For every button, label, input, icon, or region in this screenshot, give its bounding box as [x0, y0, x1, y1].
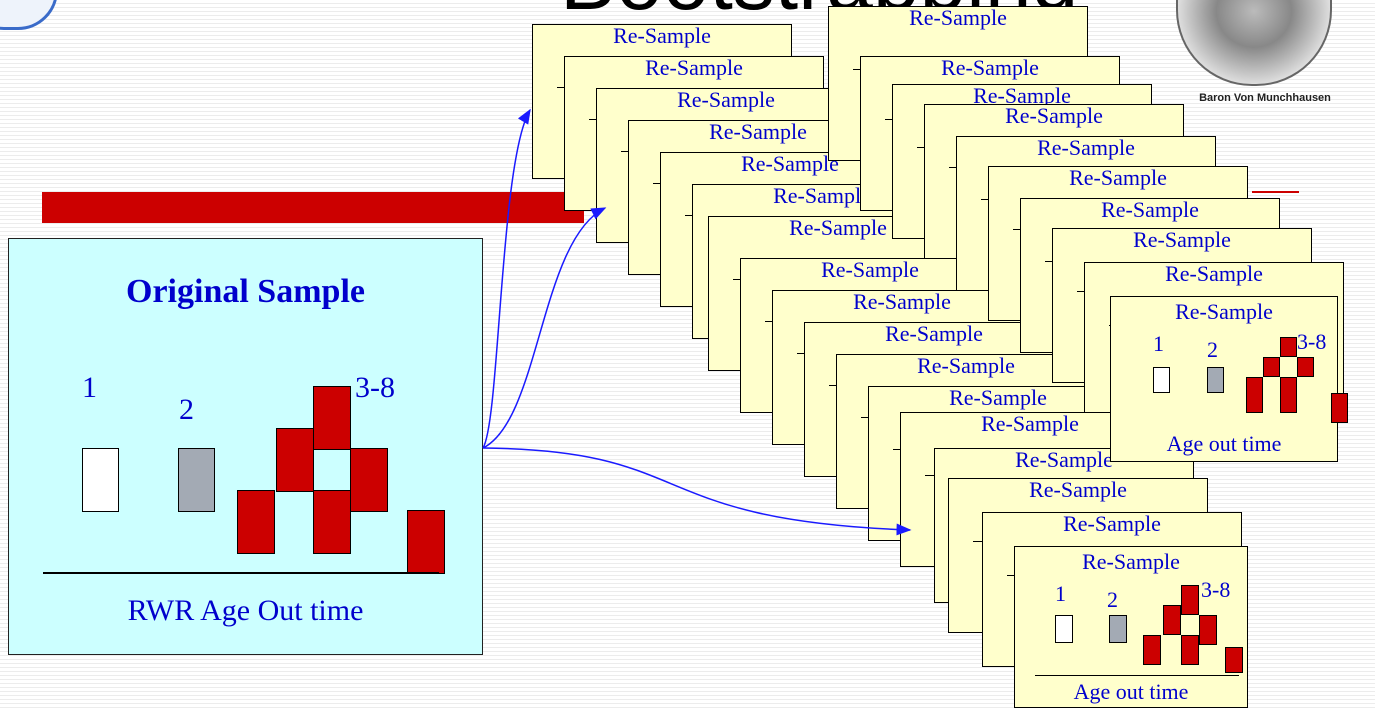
axis-tick: [621, 151, 631, 152]
grey-block: [1109, 615, 1127, 643]
resample-axis-label: Age out time: [1073, 679, 1189, 704]
axis-tick: [973, 541, 983, 542]
red-block: [1163, 605, 1181, 635]
portrait-caption: Baron Von Munchhausen: [1199, 92, 1331, 104]
resample-title: Re-Sample: [1069, 166, 1167, 190]
axis-tick: [949, 167, 959, 168]
resample-title: Re-Sample: [1037, 136, 1135, 160]
red-block: [276, 428, 314, 492]
axis-tick: [917, 147, 927, 148]
axis-tick: [797, 353, 807, 354]
original-sample-panel: Original Sample 1 2 3-8 RWR Age Out time: [8, 238, 483, 655]
label-3-8: 3-8: [355, 371, 395, 404]
label-2: 2: [179, 393, 194, 426]
original-sample-heading: Original Sample: [126, 273, 365, 310]
resample-title: Re-Sample: [1175, 299, 1273, 324]
resample-title: Re-Sample: [853, 290, 951, 314]
resample-title: Re-Sample: [1165, 262, 1263, 286]
red-block: [1225, 647, 1243, 673]
red-block: [1263, 357, 1280, 377]
red-block: [237, 490, 275, 554]
resample-card-front-right: Re-Sample 1 2 3-8 Age out time: [1110, 296, 1348, 462]
resample-card-front-bottom: Re-Sample 1 2 3-8 Age out time: [1014, 546, 1248, 708]
red-block: [350, 448, 388, 512]
resample-title: Re-Sample: [917, 354, 1015, 378]
resample-title: Re-Sample: [885, 322, 983, 346]
label-1: 1: [1055, 581, 1066, 606]
resample-title: Re-Sample: [973, 84, 1071, 108]
axis-tick: [885, 119, 895, 120]
red-block: [407, 510, 445, 574]
resample-title: Re-Sample: [1101, 198, 1199, 222]
red-block: [1331, 393, 1348, 423]
red-divider-bar: [42, 192, 584, 223]
red-block: [1181, 585, 1199, 615]
resample-title: Re-Sample: [941, 56, 1039, 80]
resample-title: Re-Sample: [773, 184, 871, 208]
resample-title: Re-Sample: [949, 386, 1047, 410]
axis-tick: [861, 417, 871, 418]
x-axis-line: [43, 572, 439, 574]
resample-title: Re-Sample: [821, 258, 919, 282]
axis-tick: [893, 449, 903, 450]
axis-tick: [1045, 261, 1055, 262]
resample-title: Re-Sample: [1082, 549, 1180, 574]
label-3-8: 3-8: [1297, 329, 1327, 354]
grey-block: [1207, 367, 1224, 393]
axis-tick: [1007, 575, 1017, 576]
red-block: [1297, 357, 1314, 377]
red-block: [1246, 377, 1263, 413]
resample-title: Re-Sample: [613, 24, 711, 48]
red-divider-line: [1252, 191, 1299, 193]
label-3-8: 3-8: [1201, 577, 1231, 602]
axis-tick: [765, 321, 775, 322]
x-axis-line: [1035, 675, 1239, 676]
resample-title: Re-Sample: [677, 88, 775, 112]
label-1: 1: [1153, 331, 1164, 356]
axis-tick: [1013, 229, 1023, 230]
red-block: [1143, 635, 1161, 665]
axis-tick: [733, 279, 743, 280]
arrow-to-resample-1: [482, 108, 531, 449]
axis-tick: [853, 69, 863, 70]
arrow-to-resample-2: [482, 207, 607, 449]
white-block: [1055, 615, 1073, 643]
axis-tick: [557, 87, 567, 88]
axis-tick: [589, 119, 599, 120]
arrow-to-resample-3: [482, 447, 912, 536]
red-block: [313, 386, 351, 450]
resample-title: Re-Sample: [1133, 228, 1231, 252]
red-block: [313, 490, 351, 554]
red-block: [1181, 635, 1199, 665]
resample-title: Re-Sample: [741, 152, 839, 176]
axis-tick: [653, 183, 663, 184]
resample-title: Re-Sample: [909, 6, 1007, 30]
axis-tick: [925, 475, 935, 476]
axis-tick: [829, 385, 839, 386]
resample-axis-label: Age out time: [1166, 431, 1282, 456]
red-block: [1199, 615, 1217, 645]
grey-block: [178, 448, 215, 512]
label-1: 1: [82, 371, 97, 404]
resample-title: Re-Sample: [1005, 104, 1103, 128]
label-2: 2: [1107, 587, 1118, 612]
red-block: [1280, 337, 1297, 357]
resample-title: Re-Sample: [1063, 512, 1161, 536]
white-block: [1153, 367, 1170, 393]
original-axis-label: RWR Age Out time: [127, 594, 364, 627]
resample-title: Re-Sample: [789, 216, 887, 240]
resample-title: Re-Sample: [645, 56, 743, 80]
axis-tick: [1077, 291, 1087, 292]
resample-title: Re-Sample: [709, 120, 807, 144]
resample-title: Re-Sample: [1015, 448, 1113, 472]
axis-tick: [685, 215, 695, 216]
white-block: [82, 448, 119, 512]
resample-title: Re-Sample: [1029, 478, 1127, 502]
red-block: [1280, 377, 1297, 413]
resample-title: Re-Sample: [981, 412, 1079, 436]
axis-tick: [981, 199, 991, 200]
label-2: 2: [1207, 337, 1218, 362]
